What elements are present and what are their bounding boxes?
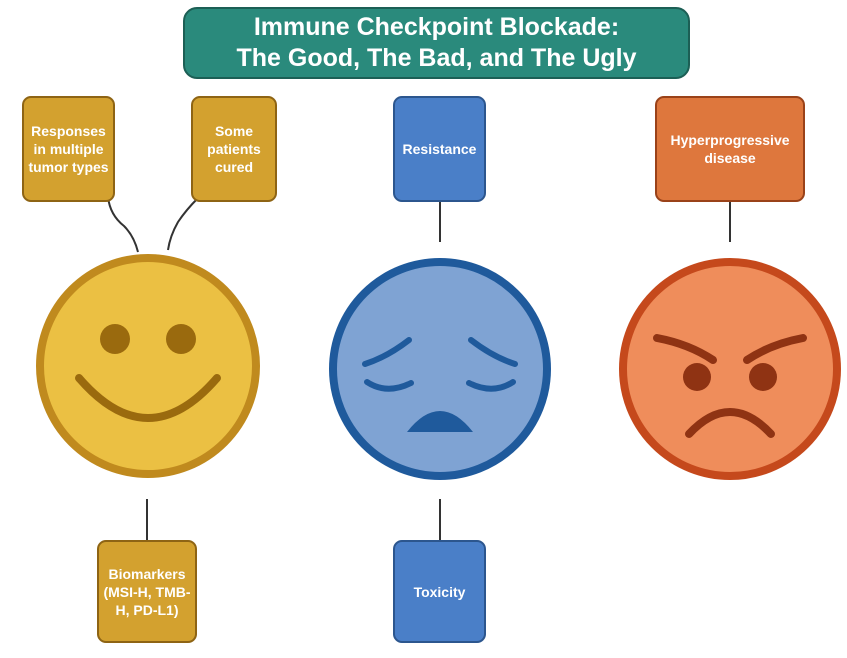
label-responses: Responses in multiple tumor types: [28, 123, 109, 175]
label-toxicity: Toxicity: [413, 583, 466, 600]
label-cured: Some patients cured: [207, 123, 261, 175]
title-line-2: The Good, The Bad, and The Ugly: [236, 44, 637, 72]
label-resistance-box: Resistance: [393, 96, 486, 202]
label-resistance: Resistance: [402, 141, 477, 157]
label-responses-box: Responses in multiple tumor types: [22, 96, 115, 202]
label-toxicity-box: Toxicity: [393, 540, 486, 643]
label-biomarkers-box: Biomarkers (MSI-H, TMB-H, PD-L1): [97, 540, 197, 643]
label-biomarkers: Biomarkers (MSI-H, TMB-H, PD-L1): [103, 565, 191, 618]
label-hyperprogressive: Hyperprogressive disease: [670, 132, 790, 166]
connector-cured: [167, 197, 199, 251]
label-hyperprogressive-box: Hyperprogressive disease: [655, 96, 805, 202]
angry-face-icon: [619, 258, 841, 480]
title-line-1: Immune Checkpoint Blockade:: [253, 13, 620, 41]
connector-responses: [107, 196, 139, 253]
sad-face-icon: [329, 258, 551, 480]
page-title: Immune Checkpoint Blockade: The Good, Th…: [183, 7, 690, 79]
smiling-face-icon: [36, 254, 260, 478]
label-cured-box: Some patients cured: [191, 96, 277, 202]
